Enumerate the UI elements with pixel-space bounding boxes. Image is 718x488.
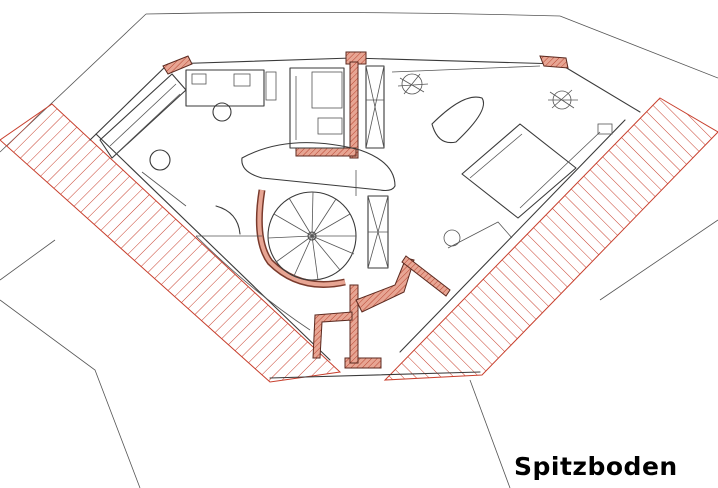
central-partition [295, 61, 451, 364]
outer-context-lines [0, 12, 718, 488]
left-room-furniture [99, 69, 311, 331]
spiral-staircase [241, 142, 396, 288]
right-roof-slope [383, 97, 718, 381]
right-room-furniture [391, 65, 613, 249]
vertical-shelf [365, 65, 389, 269]
wall-blocks [162, 51, 569, 369]
left-roof-slope [0, 103, 342, 383]
plan-title: Spitzboden [514, 452, 678, 481]
upper-center-fixtures [289, 67, 345, 149]
